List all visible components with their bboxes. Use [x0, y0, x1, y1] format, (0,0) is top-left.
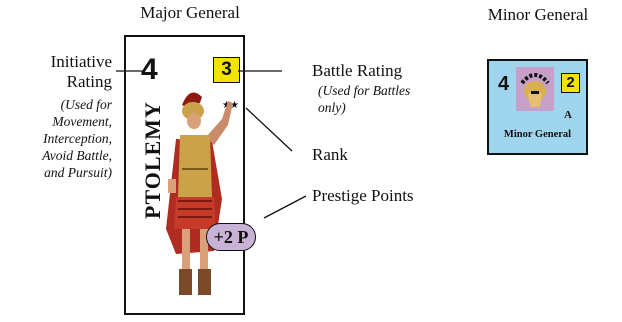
rank-callout-line: [245, 107, 293, 152]
initiative-rating-note: (Used for Movement, Interception, Avoid …: [8, 96, 112, 181]
helmet-icon: [516, 67, 554, 111]
initiative-label-line2: Rating: [66, 72, 112, 91]
rank-label: Rank: [312, 145, 348, 164]
minor-general-counter: 4 2 A Minor General: [487, 59, 588, 155]
battle-note-line2: only): [318, 100, 346, 115]
battle-rating-note: (Used for Battles only): [318, 82, 410, 116]
initiative-note-line: Interception,: [43, 131, 112, 146]
minor-battle-rating-box: 2: [561, 73, 580, 93]
prestige-points-badge: +2 P: [206, 223, 256, 251]
initiative-note-line: and Pursuit): [44, 165, 112, 180]
minor-rank-value: A: [564, 109, 572, 121]
initiative-note-line: Movement,: [52, 114, 112, 129]
minor-initiative-value: 4: [498, 73, 510, 95]
minor-general-name: Minor General: [503, 129, 572, 140]
prestige-points-label: Prestige Points: [312, 186, 414, 205]
battle-rating-label: Battle Rating: [312, 61, 403, 80]
initiative-rating-label: Initiative Rating: [8, 52, 112, 92]
general-figure: [166, 92, 233, 295]
major-general-title: Major General: [140, 3, 240, 22]
initiative-rating-value: 4: [141, 53, 158, 86]
initiative-note-line: (Used for: [60, 97, 112, 112]
battle-note-line1: (Used for Battles: [318, 83, 411, 98]
major-general-counter: 4 3 PTOLEMY ★★ +2 P: [124, 35, 256, 315]
prestige-callout-line: [263, 195, 307, 219]
minor-general-title: Minor General: [487, 5, 589, 24]
initiative-label-line1: Initiative: [50, 52, 112, 71]
initiative-note-line: Avoid Battle,: [42, 148, 112, 163]
battle-rating-box: 3: [213, 57, 240, 83]
